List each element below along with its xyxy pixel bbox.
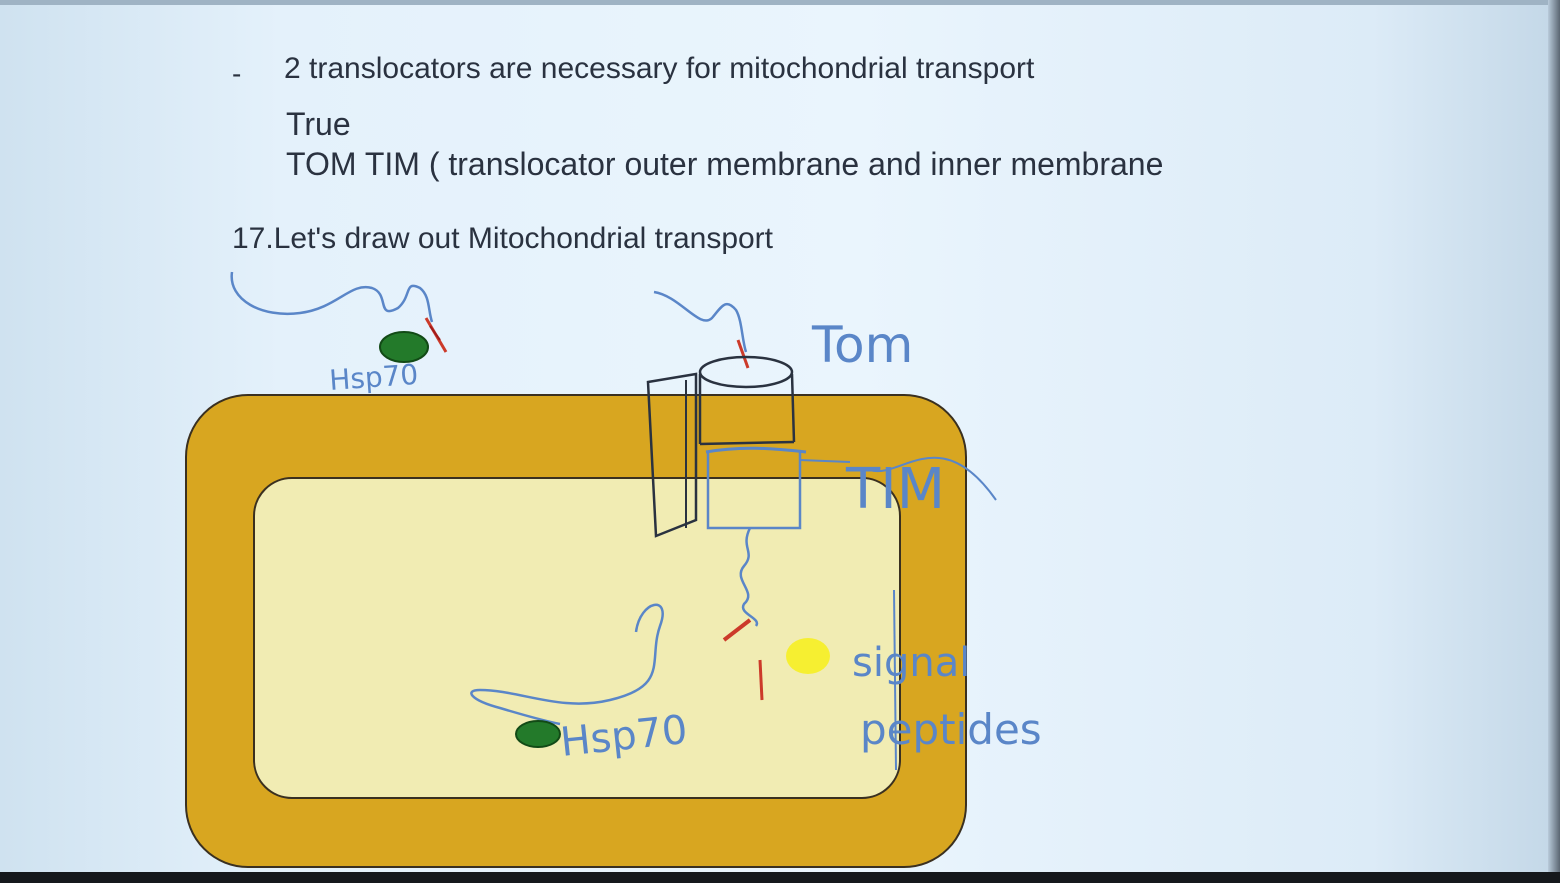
cytosolic-signal-peptide-mark (429, 325, 441, 341)
bullet-marker: - (232, 58, 242, 89)
cleaved-signal-peptide (722, 618, 752, 642)
screen-right-edge (1548, 0, 1560, 883)
answer-detail: TOM TIM ( translocator outer membrane an… (286, 146, 1164, 182)
tom-label: Tom (811, 316, 913, 374)
tom-side-wall (646, 372, 698, 538)
tom-channel-right (790, 373, 796, 443)
matrix-protein-chain (470, 603, 664, 726)
incoming-protein-chain (653, 290, 748, 353)
inner-membrane-matrix (253, 477, 901, 799)
cytosolic-protein-chain (230, 271, 434, 323)
signal-peptide-fragment (758, 659, 764, 701)
tim-pointer-stroke (799, 456, 997, 501)
translocating-protein-chain (739, 527, 759, 627)
screen-top-edge (0, 0, 1560, 5)
signal-label: signal (852, 640, 970, 686)
signal-peptidase-blob (786, 638, 830, 674)
question-heading: 17.Let's draw out Mitochondrial transpor… (232, 222, 774, 255)
screen-bottom-edge (0, 872, 1560, 883)
tom-channel-top (698, 355, 794, 389)
bullet-statement: 2 translocators are necessary for mitoch… (284, 52, 1035, 85)
tim-channel-top (705, 446, 807, 454)
hsp70-matrix-blob (515, 720, 561, 748)
answer-true: True (286, 106, 351, 142)
hsp70-cytosol-label: Hsp70 (328, 358, 419, 397)
incoming-signal-peptide (736, 339, 750, 369)
tim-label: TIM (845, 457, 945, 522)
tim-channel-body (706, 452, 802, 530)
signal-label-divider (893, 589, 897, 771)
hsp70-cytosol-blob (379, 331, 429, 363)
tom-channel-bottom (699, 440, 795, 446)
peptides-label: peptides (860, 705, 1042, 754)
